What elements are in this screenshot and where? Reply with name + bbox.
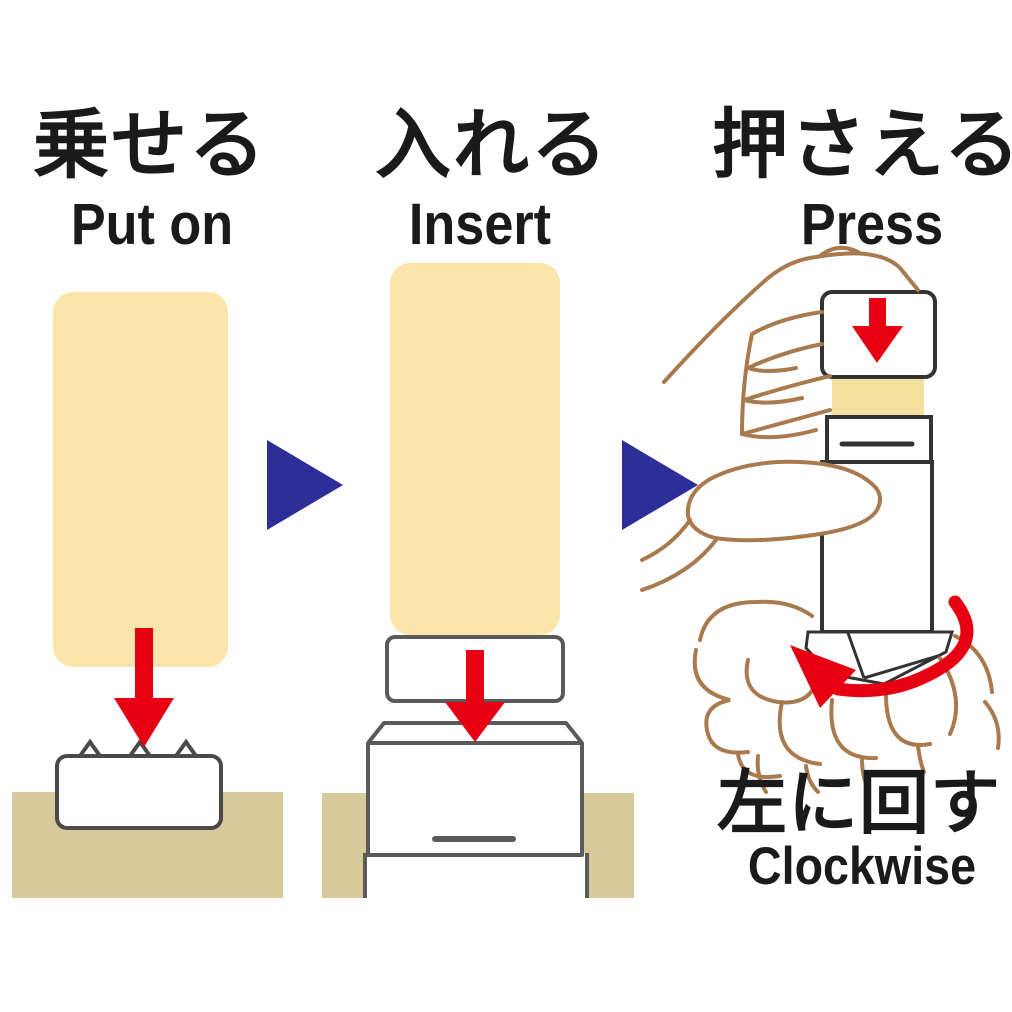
- panel-3-art: [640, 245, 1001, 794]
- rotate-label-en: Clockwise: [747, 837, 977, 896]
- rotate-label-jp: 左に回す: [717, 764, 1001, 842]
- step2-title-en: Insert: [408, 192, 552, 257]
- down-arrow-icon: [114, 628, 174, 747]
- down-arrow-icon: [852, 298, 903, 363]
- holder-base-sides: [363, 853, 589, 898]
- panel-1-art: [12, 292, 283, 898]
- step-arrow-icon: [622, 440, 698, 530]
- pad-collar-step3: [825, 415, 933, 464]
- ink-pad-band: [832, 377, 924, 419]
- ink-pad-step2: [390, 263, 560, 635]
- hex-nut-facets: [846, 632, 939, 680]
- step-arrow-icon: [267, 440, 343, 530]
- step2-title-jp: 入れる: [375, 103, 609, 188]
- rotate-arrow-icon: [790, 595, 974, 708]
- step1-title-jp: 乗せる: [33, 103, 267, 188]
- step1-title-en: Put on: [70, 192, 234, 257]
- step3-title-jp: 押さえる: [712, 103, 1012, 188]
- pressing-hand: [640, 245, 920, 592]
- stamp-prongs: [78, 738, 198, 758]
- ink-pad-step1: [53, 292, 228, 667]
- holder-base-fill: [365, 853, 587, 898]
- panel-2-art: [322, 263, 634, 898]
- down-arrow-icon: [445, 650, 505, 742]
- step3-title-en: Press: [800, 192, 944, 257]
- stamp-body-step1: [55, 754, 223, 830]
